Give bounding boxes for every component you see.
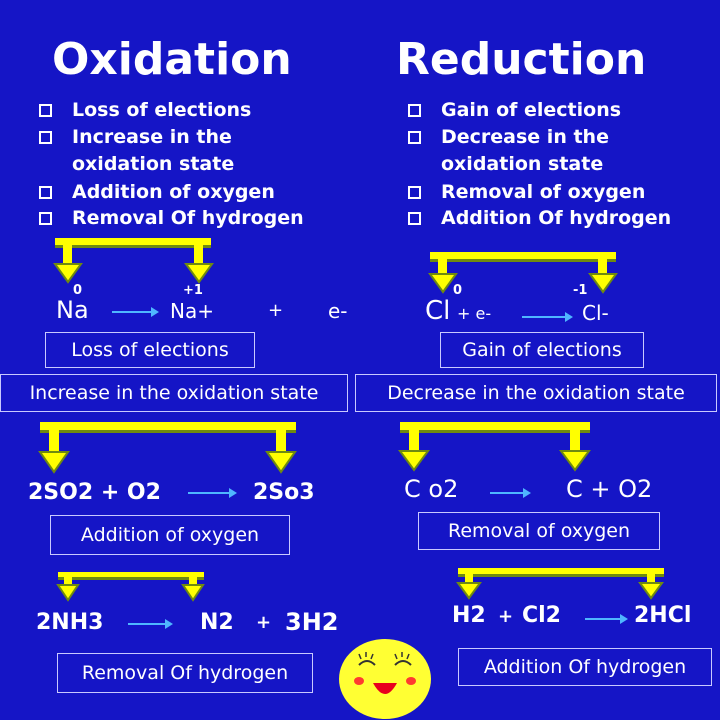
gain-of-electrons-label: Gain of elections [440, 332, 644, 368]
plus-sign: + [256, 612, 272, 633]
sodium-product: Na+ [170, 299, 214, 323]
removal-of-oxygen-label: Removal of oxygen [418, 512, 660, 550]
sulfur-dioxide-reactant: 2SO2 + O2 [28, 480, 161, 505]
chlorine-product: Cl- [582, 301, 609, 325]
reaction-arrow-icon [128, 619, 173, 629]
addition-of-oxygen-label: Addition of oxygen [50, 515, 290, 555]
sodium-reactant: Na [56, 296, 89, 324]
ammonia-reactant: 2NH3 [36, 610, 104, 635]
loss-of-electrons-label: Loss of elections [45, 332, 255, 368]
oxidation-point: Increase in the [72, 126, 232, 148]
bracket-arrow-icon [398, 422, 591, 472]
smiley-face-icon [339, 639, 431, 719]
reaction-arrow-icon [490, 488, 531, 498]
reduction-point: Removal of oxygen [441, 181, 646, 203]
oxidation-title: Oxidation [52, 34, 292, 85]
checkbox-icon [408, 186, 421, 199]
reaction-arrow-icon [585, 614, 628, 624]
sulfur-trioxide-product: 2So3 [253, 480, 315, 505]
reaction-arrow-icon [112, 307, 159, 317]
bracket-arrow-icon [38, 422, 297, 474]
bracket-arrow-icon [56, 572, 205, 602]
checkbox-icon [39, 212, 52, 225]
oxidation-point: Addition of oxygen [72, 181, 275, 203]
removal-of-hydrogen-label: Removal Of hydrogen [57, 653, 313, 693]
checkbox-icon [408, 131, 421, 144]
plus-sign: + [268, 300, 284, 321]
checkbox-icon [408, 104, 421, 117]
increase-oxidation-state-label: Increase in the oxidation state [0, 374, 348, 412]
oxidation-number: -1 [573, 283, 588, 298]
chlorine-reactant: Cl2 [522, 603, 561, 628]
reaction-arrow-icon [522, 312, 573, 322]
bracket-arrow-icon [456, 568, 664, 600]
reduction-point: oxidation state [441, 153, 604, 175]
oxidation-point: Loss of elections [72, 99, 252, 121]
plus-sign: + [498, 606, 514, 627]
reduction-point: Decrease in the [441, 126, 609, 148]
bracket-arrow-icon [428, 252, 618, 294]
reaction-arrow-icon [188, 488, 237, 498]
oxidation-number: +1 [183, 283, 203, 298]
reduction-point: Gain of elections [441, 99, 622, 121]
chlorine-reactant: Cl [425, 296, 451, 326]
hydrogen-reactant: H2 [452, 603, 486, 628]
oxidation-number: 0 [73, 283, 83, 298]
carbon-oxygen-product: C + O2 [566, 475, 653, 503]
oxidation-point: oxidation state [72, 153, 235, 175]
nitrogen-product: N2 [200, 610, 234, 635]
carbon-dioxide-reactant: C o2 [404, 475, 459, 503]
checkbox-icon [39, 131, 52, 144]
electron: e- [328, 299, 348, 323]
reduction-title: Reduction [396, 34, 647, 85]
oxidation-number: 0 [453, 283, 463, 298]
electron-gain: + e- [457, 304, 492, 323]
hydrogen-product: 3H2 [285, 608, 339, 636]
oxidation-point: Removal Of hydrogen [72, 207, 304, 229]
reduction-point: Addition Of hydrogen [441, 207, 672, 229]
bracket-arrow-icon [53, 238, 214, 284]
checkbox-icon [39, 186, 52, 199]
addition-of-hydrogen-label: Addition Of hydrogen [458, 648, 712, 686]
hydrogen-chloride-product: 2HCl [634, 603, 692, 628]
decrease-oxidation-state-label: Decrease in the oxidation state [355, 374, 717, 412]
checkbox-icon [408, 212, 421, 225]
checkbox-icon [39, 104, 52, 117]
